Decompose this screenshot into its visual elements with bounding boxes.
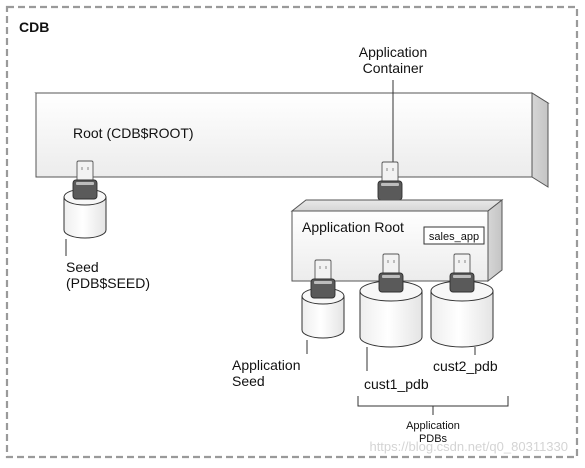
- seed-label-2: (PDB$SEED): [66, 275, 150, 291]
- application-seed-plug-icon: [310, 259, 336, 299]
- cust2-pdb-label: cust2_pdb: [433, 358, 498, 374]
- seed-label-1: Seed: [66, 259, 99, 275]
- application-seed-label-1: Application: [232, 357, 301, 373]
- watermark: https://blog.csdn.net/q0_80311330: [369, 439, 568, 454]
- application-container-label-2: Container: [363, 60, 424, 76]
- application-root-plug-icon: [377, 161, 403, 201]
- sales-app-label: sales_app: [429, 231, 479, 243]
- application-container-label-1: Application: [359, 44, 428, 60]
- cust1-pdb-plug-icon: [378, 253, 404, 293]
- cust2-pdb-cylinder: [430, 280, 494, 348]
- application-pdbs-label-2: PDBs: [419, 433, 448, 445]
- cust1-pdb-label: cust1_pdb: [364, 376, 429, 392]
- seed-plug-icon: [72, 160, 98, 200]
- cust2-pdb-plug-icon: [449, 253, 475, 293]
- sales-app-box: [423, 226, 485, 245]
- application-root-label: Application Root: [302, 219, 404, 235]
- application-seed-label-2: Seed: [232, 373, 265, 389]
- application-pdbs-bracket: [357, 396, 509, 415]
- root-label: Root (CDB$ROOT): [73, 125, 194, 141]
- application-pdbs-label-1: Application: [406, 420, 460, 432]
- cdb-root-slab: [34, 92, 550, 188]
- cdb-label: CDB: [19, 19, 49, 35]
